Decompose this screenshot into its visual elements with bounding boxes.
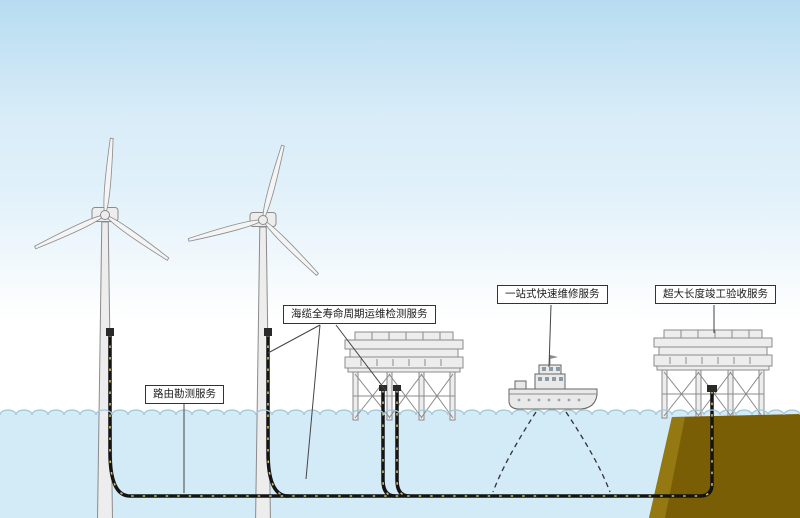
label-acceptance-service: 超大长度竣工验收服务 <box>655 285 776 305</box>
sea-wave-line <box>0 409 800 416</box>
ship-flag-icon <box>550 355 558 359</box>
rotor-blades-icon <box>187 144 320 277</box>
offshore-platform-left <box>344 331 464 421</box>
maintenance-ship-icon <box>508 355 598 410</box>
wind-turbine-1 <box>33 137 171 518</box>
sea <box>0 410 800 518</box>
rotor-hub-icon <box>258 215 268 225</box>
label-rapid-repair-service: 一站式快速维修服务 <box>497 285 608 305</box>
label-route-survey: 路由勘测服务 <box>145 385 224 405</box>
repair-dashed-lines <box>492 411 611 493</box>
submarine-cable-line <box>106 328 717 498</box>
rotor-hub-icon <box>100 210 110 220</box>
label-leader-lines <box>183 304 715 493</box>
wind-turbine-2 <box>187 144 320 518</box>
label-cable-lifecycle-service: 海缆全寿命周期运维检测服务 <box>283 305 436 325</box>
seabed-block <box>649 414 800 518</box>
